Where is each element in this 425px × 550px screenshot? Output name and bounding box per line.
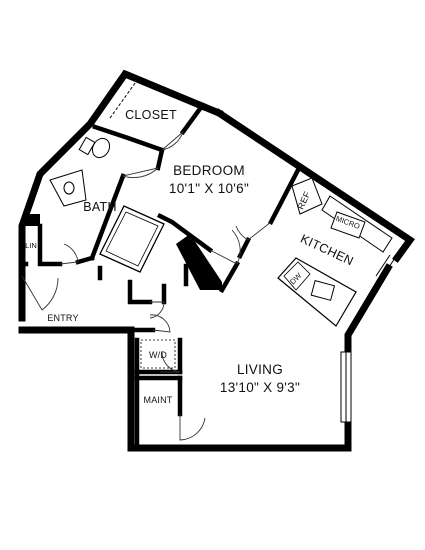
bedroom-label: BEDROOM <box>173 163 245 178</box>
linen-label: LIN <box>25 241 37 250</box>
dishwasher <box>283 261 311 291</box>
closet-label: CLOSET <box>125 108 177 122</box>
maintenance-label: MAINT <box>144 395 173 405</box>
living-label: LIVING <box>237 362 283 377</box>
kitchen-window <box>375 254 396 280</box>
refrigerator <box>291 177 323 215</box>
kitchen-label: KITCHEN <box>298 232 356 269</box>
island <box>277 257 357 327</box>
vanity <box>49 169 87 207</box>
mechanical-shaft <box>176 234 222 290</box>
wall-chase <box>22 214 40 226</box>
bath-label: BATH <box>83 200 117 214</box>
entry-label: ENTRY <box>47 313 78 323</box>
living-window <box>340 351 352 423</box>
living-dimensions: 13'10" X 9'3" <box>220 380 300 395</box>
kitchen-sink-icon <box>310 280 336 301</box>
interior-walls <box>19 102 302 451</box>
kitchen-fixtures <box>277 177 393 327</box>
bath-fixtures <box>49 136 165 273</box>
washer-dryer <box>140 339 176 369</box>
toilet-icon <box>91 137 111 159</box>
bedroom-dimensions: 10'1" X 10'6" <box>169 181 249 196</box>
washer-dryer-label: W/D <box>149 350 167 360</box>
sink-icon <box>63 181 75 195</box>
closet-rod <box>109 78 193 119</box>
doors <box>21 130 272 441</box>
range <box>330 211 366 239</box>
